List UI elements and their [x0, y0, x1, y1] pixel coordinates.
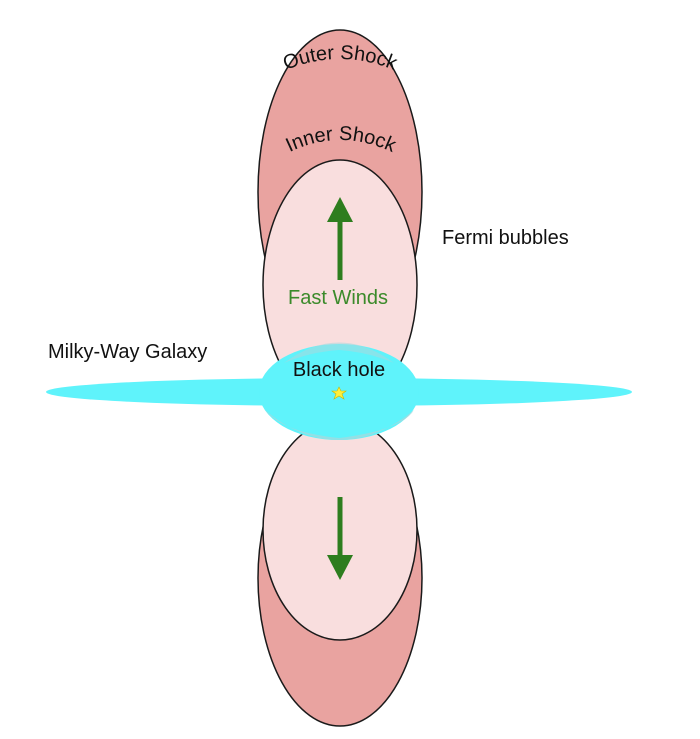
- upward-wind-arrow-icon: [327, 197, 353, 222]
- downward-wind-arrow-icon: [327, 555, 353, 580]
- upper-overlap-region: [284, 342, 394, 363]
- fermi-bubbles-label: Fermi bubbles: [442, 227, 569, 249]
- lower-overlap-region: [265, 410, 414, 440]
- fast-winds-label: Fast Winds: [288, 287, 388, 309]
- milky-way-galaxy-label: Milky-Way Galaxy: [48, 341, 207, 363]
- black-hole-star-icon: [331, 386, 347, 400]
- black-hole-label: Black hole: [293, 359, 385, 381]
